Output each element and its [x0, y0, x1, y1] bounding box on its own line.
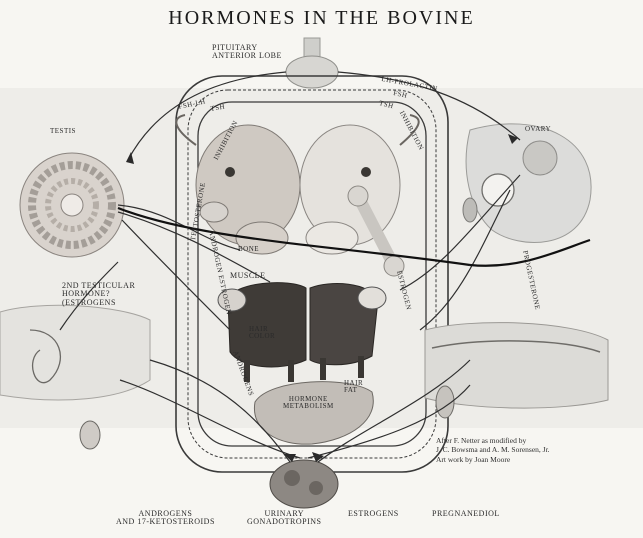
pituitary-label: PITUITARY ANTERIOR LOBE	[212, 44, 282, 61]
testis-section	[20, 153, 124, 257]
bone-label: BONE	[238, 246, 259, 253]
muscle-label: MUSCLE	[230, 272, 265, 280]
testicular-hormone-label: 2ND TESTICULAR HORMONE? (ESTROGENS	[62, 282, 135, 307]
pregnanediol-label: PREGNANEDIOL	[432, 510, 500, 518]
androgens-ketosteroids-label: ANDROGENS AND 17-KETOSTEROIDS	[116, 510, 215, 527]
kidney-organ	[270, 460, 338, 508]
ovary-label: OVARY	[525, 126, 551, 133]
estrogens-label: ESTROGENS	[348, 510, 399, 518]
diagram-title: HORMONES IN THE BOVINE	[0, 8, 643, 29]
artwork-credit: After F. Netter as modified by J. C. Bow…	[436, 436, 550, 464]
hair-fat-label: HAIR FAT	[344, 380, 363, 395]
hormone-metabolism-label: HORMONE METABOLISM	[283, 396, 334, 411]
urinary-gonadotropins-label: URINARY GONADOTROPINS	[247, 510, 322, 527]
testis-label: TESTIS	[50, 128, 76, 135]
female-tract	[425, 323, 608, 418]
hair-color-label: HAIR COLOR	[249, 326, 275, 341]
pituitary-gland	[286, 38, 338, 88]
